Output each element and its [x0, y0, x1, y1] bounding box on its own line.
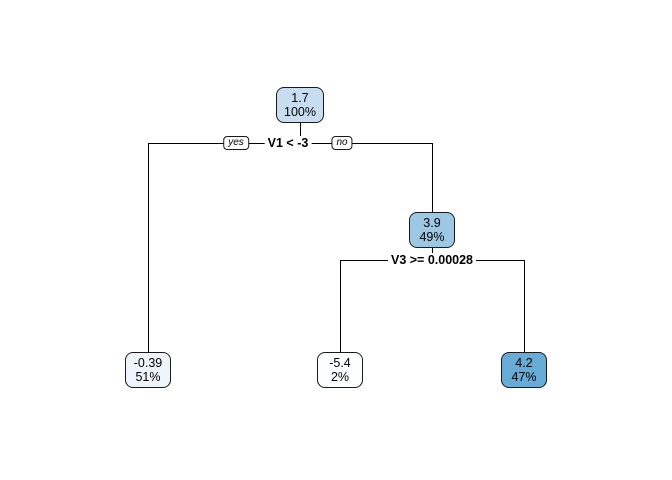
edge-to-leaf-right	[524, 260, 525, 353]
tree-leaf-right: 4.2 47%	[501, 352, 547, 388]
no-badge: no	[331, 136, 353, 150]
node-percent: 51%	[135, 370, 161, 384]
tree-node-root: 1.7 100%	[276, 87, 324, 123]
split-label-v3: V3 >= 0.00028	[387, 253, 477, 267]
tree-leaf-mid: -5.4 2%	[317, 352, 363, 388]
node-percent: 49%	[419, 230, 445, 244]
split-label-v1: V1 < -3	[264, 136, 312, 150]
node-value: 4.2	[515, 356, 533, 370]
node-value: 1.7	[291, 91, 309, 105]
node-percent: 2%	[330, 370, 350, 384]
tree-leaf-left: -0.39 51%	[125, 352, 171, 388]
node-value: 3.9	[423, 216, 441, 230]
node-percent: 100%	[284, 105, 316, 119]
node-percent: 47%	[511, 370, 537, 384]
edge-to-node-right	[432, 143, 433, 213]
edge-to-leaf-mid	[340, 260, 341, 353]
edge-to-leaf-left	[148, 143, 149, 353]
tree-node-right: 3.9 49%	[409, 212, 455, 248]
node-value: -5.4	[329, 356, 351, 370]
node-value: -0.39	[133, 356, 163, 370]
yes-badge: yes	[223, 136, 249, 150]
edge-root-stub	[300, 122, 301, 143]
